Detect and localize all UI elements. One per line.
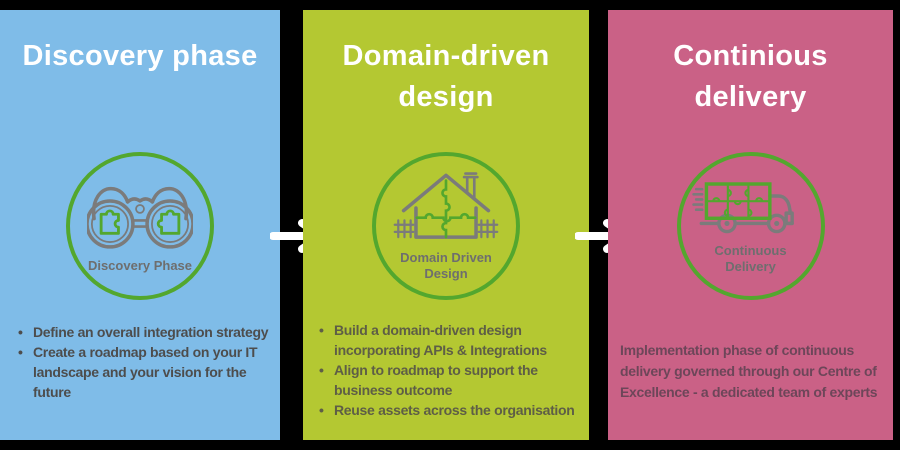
domain-driven-design-emblem: Domain Driven Design <box>372 152 520 300</box>
panel-title: Continious delivery <box>673 40 828 113</box>
continuous-delivery-emblem: Continuous Delivery <box>676 152 825 300</box>
bullet-item: Reuse assets across the organisation <box>317 400 583 420</box>
panel-description: Implementation phase of continuous deliv… <box>620 342 878 400</box>
delivery-truck-icon <box>691 182 794 234</box>
binoculars-icon <box>87 186 193 249</box>
panel-domain-driven-design: Domain-driven design Domai <box>303 10 589 440</box>
panel-continuous-delivery: Continious delivery <box>608 10 893 440</box>
emblem-label: Continuous Delivery <box>714 243 787 274</box>
discovery-phase-emblem: Discovery Phase <box>66 152 214 300</box>
panel-title: Discovery phase <box>22 40 258 72</box>
emblem-label: Domain Driven Design <box>400 250 492 281</box>
bullet-item: Create a roadmap based on your IT landsc… <box>16 342 272 402</box>
emblem-label: Discovery Phase <box>87 258 193 273</box>
bullet-item: Build a domain-driven design incorporati… <box>317 320 583 360</box>
bullet-list: Define an overall integration strategy C… <box>16 322 272 402</box>
bullet-item: Define an overall integration strategy <box>16 322 272 342</box>
bullet-item: Align to roadmap to support the business… <box>317 360 583 400</box>
panel-discovery-phase: Discovery phase <box>0 10 280 440</box>
panel-title: Domain-driven design <box>342 40 550 113</box>
house-puzzle-icon <box>393 172 499 239</box>
bullet-list: Build a domain-driven design incorporati… <box>317 320 583 420</box>
